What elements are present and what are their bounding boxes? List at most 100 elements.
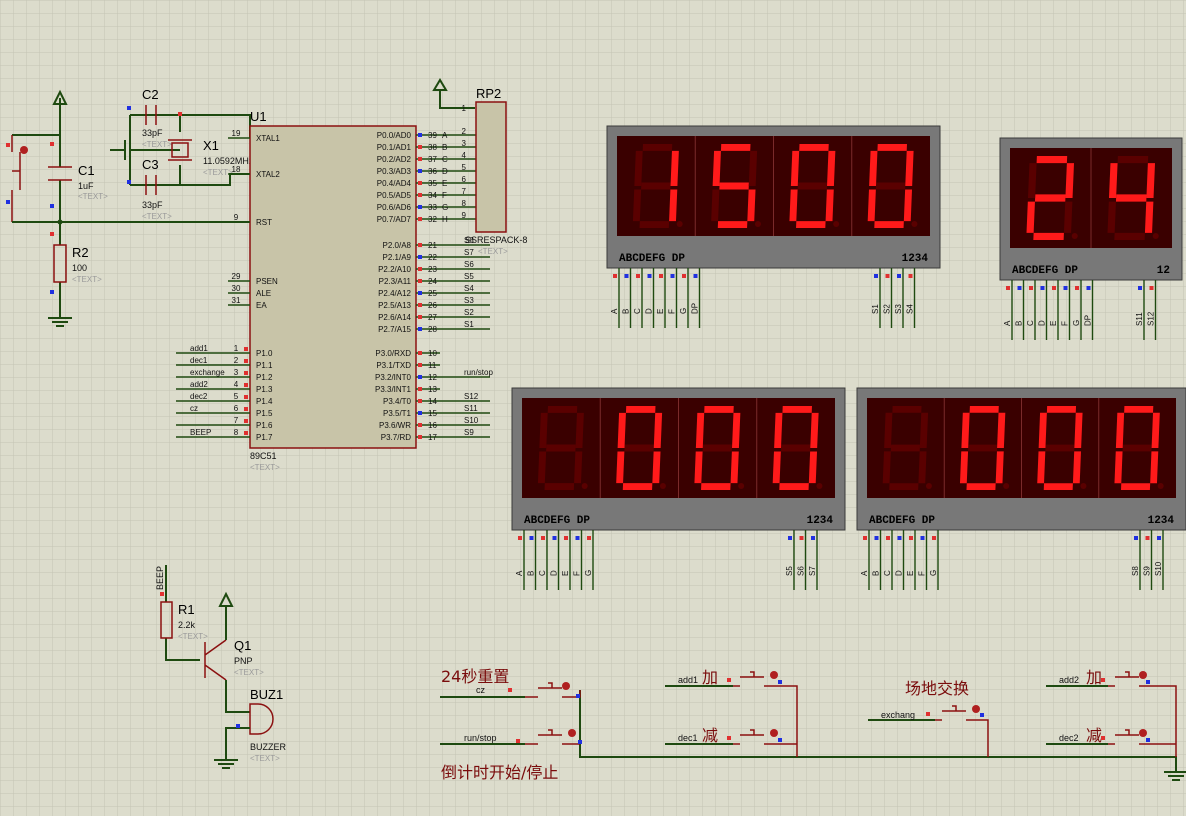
segment-a [799, 144, 829, 151]
mcu-net-label: S3 [464, 296, 474, 305]
btn-add2[interactable] [1108, 671, 1177, 757]
mcu-net-label: add1 [190, 344, 208, 353]
segment-g [1045, 444, 1075, 452]
digit-1 [537, 406, 588, 490]
segment-f [539, 412, 548, 448]
segment-dp [1071, 233, 1078, 239]
pin-state-marker [418, 363, 422, 367]
btn-dec1-title: 减 [702, 726, 718, 745]
segment-d [779, 483, 809, 490]
segment-pin-legend: ABCDEFG DP [869, 515, 935, 527]
mcu-net-label: dec2 [190, 392, 208, 401]
segment-pin-label: C [633, 308, 642, 314]
segment-pin-label: F [918, 571, 927, 576]
btn-dec1[interactable] [733, 729, 797, 745]
btn-exchange[interactable] [935, 705, 989, 757]
segment-a [969, 406, 999, 413]
segment-f [695, 412, 705, 448]
mcu-pin-number: 27 [428, 313, 437, 322]
segment-dp [676, 221, 683, 227]
segment-a [1124, 406, 1154, 413]
c1-text: <TEXT> [78, 192, 108, 201]
mcu-pin-name: P2.0/A8 [383, 241, 412, 250]
pin-state-marker [682, 274, 686, 278]
mcu-pin-number: 23 [428, 265, 437, 274]
mcu-pin-name: P0.2/AD2 [377, 155, 412, 164]
mcu-pin-name: ALE [256, 289, 271, 298]
button-knob-icon[interactable] [770, 729, 778, 737]
btn-add1[interactable] [733, 671, 798, 757]
segment-pin-legend: ABCDEFG DP [524, 515, 590, 527]
pin-state-marker [418, 243, 422, 247]
c2-text: <TEXT> [142, 140, 172, 149]
mcu-pin-number: 5 [234, 392, 239, 401]
mcu-pin-name: P3.3/INT1 [375, 385, 412, 394]
mcu-pin-name: P3.5/T1 [383, 409, 412, 418]
button-knob-icon[interactable] [770, 671, 778, 679]
btn-runstop[interactable] [525, 729, 580, 745]
mcu-pin-name: P1.7 [256, 433, 273, 442]
mcu-pin-number: 2 [234, 356, 239, 365]
digit-2 [711, 144, 761, 228]
pin-state-marker [587, 536, 591, 540]
common-pin-label: S12 [1147, 311, 1156, 326]
pin-state-marker [418, 303, 422, 307]
mcu-net-label: run/stop [464, 368, 493, 377]
reset-button-knob-icon[interactable] [20, 146, 28, 154]
pin-state-marker [885, 274, 890, 278]
mcu-89c51[interactable]: U1 89C51 <TEXT> 19XTAL118XTAL29RST29PSEN… [176, 109, 493, 472]
mcu-pin-number: 24 [428, 277, 437, 286]
segment-pin-label: F [573, 571, 582, 576]
segment-f [869, 150, 878, 186]
digit-3 [789, 144, 840, 228]
button-knob-icon[interactable] [562, 682, 570, 690]
rp2-text: <TEXT> [478, 247, 508, 256]
segment-b [919, 412, 929, 448]
pin-state-marker [897, 274, 901, 278]
rp2-pin-number: 3 [462, 139, 467, 148]
segment-a [1036, 156, 1068, 164]
segment-g [890, 444, 920, 452]
segment-e [632, 189, 642, 222]
mcu-pin-name: P1.2 [256, 373, 273, 382]
pin-state-marker [874, 274, 878, 278]
segment-dp [816, 483, 823, 489]
button-knob-icon[interactable] [972, 705, 980, 713]
btn-reset24[interactable] [525, 682, 581, 698]
pin-state-marker [811, 536, 815, 540]
mcu-pin-number: 10 [428, 349, 437, 358]
rp2-ref: RP2 [476, 86, 501, 101]
mcu-pin-name: P1.1 [256, 361, 273, 370]
segment-pin-label: B [1015, 321, 1024, 326]
button-knob-icon[interactable] [1139, 729, 1147, 737]
segment-g [797, 182, 828, 190]
btn-dec2-net: dec2 [1059, 733, 1079, 743]
segment-dp [581, 483, 588, 489]
button-knob-icon[interactable] [568, 729, 576, 737]
btn-dec1-net: dec1 [678, 733, 698, 743]
rp2-pin-number: 2 [462, 127, 467, 136]
button-knob-icon[interactable] [1139, 671, 1147, 679]
segment-a [642, 144, 673, 151]
digit-1 [882, 406, 932, 490]
btn-dec2[interactable] [1108, 729, 1176, 745]
digit-pin-legend: 12 [1157, 265, 1170, 277]
pin-state-marker [418, 145, 422, 149]
segment-c [730, 451, 739, 484]
btn-dec2-title: 减 [1086, 726, 1102, 745]
mcu-net-label: H [442, 215, 448, 224]
segment-g [624, 444, 654, 452]
mcu-net-label: S1 [464, 320, 474, 329]
segment-pin-label: E [1049, 321, 1058, 326]
pin-state-marker [1149, 286, 1154, 290]
pin-state-marker [693, 274, 698, 278]
r2-value: 100 [72, 263, 87, 273]
segment-pin-label: A [515, 570, 524, 576]
mcu-pin-number: 1 [234, 344, 239, 353]
